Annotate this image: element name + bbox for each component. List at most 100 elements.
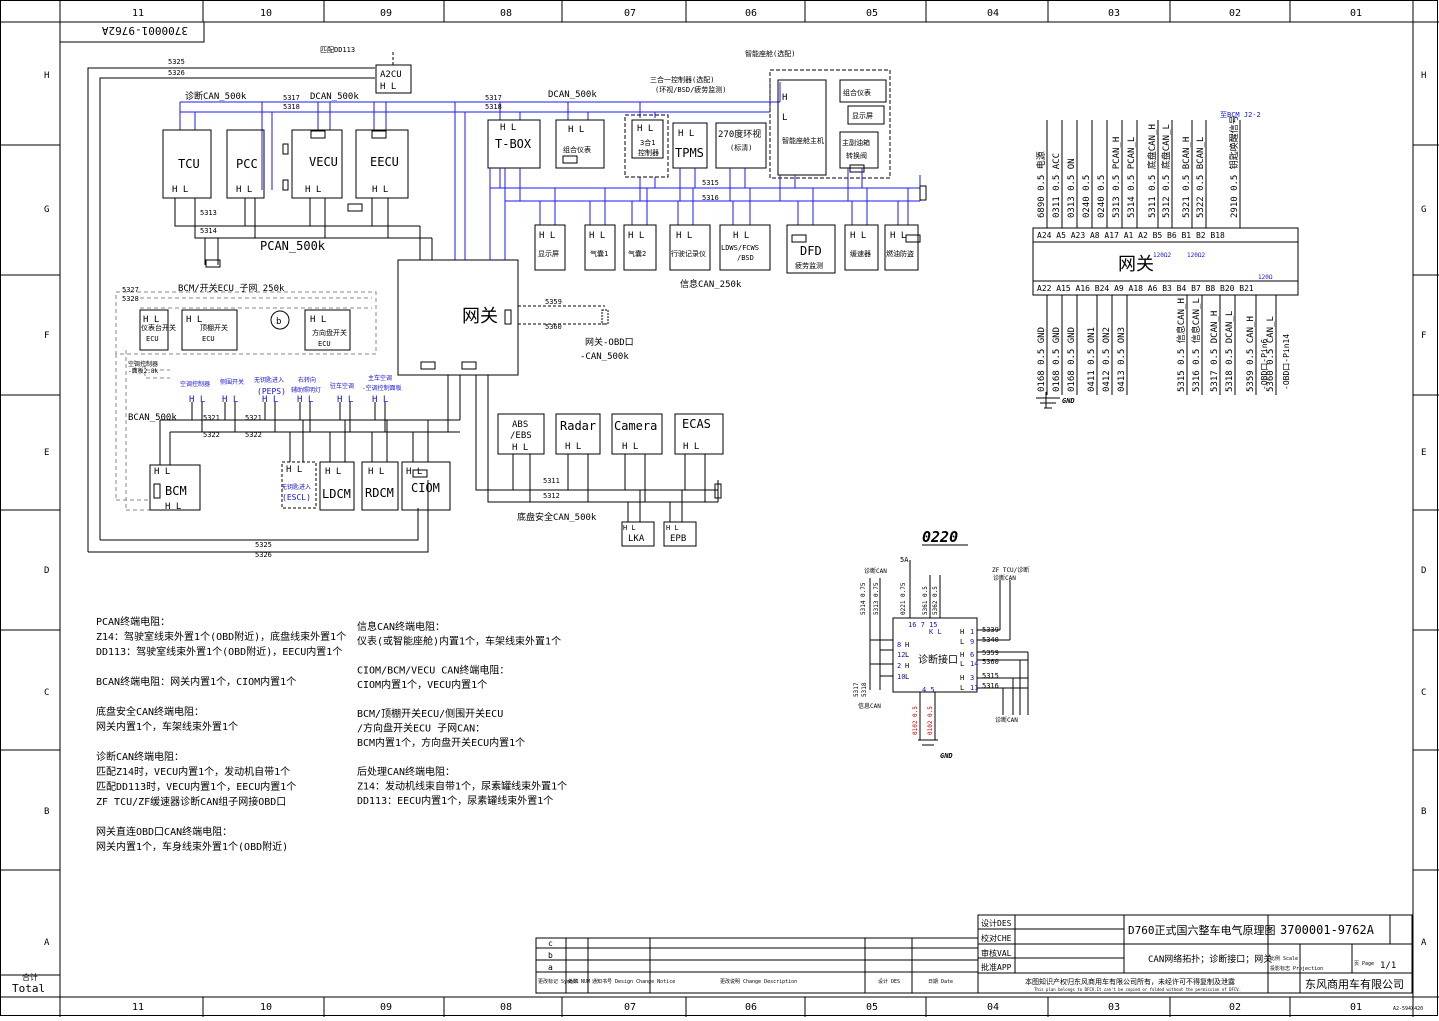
- tb-projection: 投影标志 Projection: [1270, 965, 1323, 972]
- diag-bottom-can-left: 信息CAN: [858, 702, 881, 710]
- diag-left-pin: 8: [897, 641, 901, 649]
- display-label: 显示屏: [538, 250, 559, 258]
- inst-ecu-label-2: ECU: [146, 335, 159, 343]
- cluster-label: 组合仪表: [563, 145, 591, 154]
- wire-5326-b: 5326: [255, 551, 272, 559]
- gateway-top-wire-label: 5312 0.5 底盘CAN_L: [1160, 124, 1172, 218]
- notes-right: 信息CAN终端电阻：仪表(或智能座舱)内置1个，车架线束外置1个CIOM/BCM…: [357, 620, 567, 807]
- diag-right-pin: 6: [970, 651, 974, 659]
- tcu-hl: H L: [172, 185, 188, 195]
- tb-page-label: 页 Page: [1354, 961, 1374, 967]
- column-label: 10: [260, 1002, 272, 1013]
- gw-bcm-note: 至BCM J2-2: [1220, 111, 1261, 119]
- fuel-theft-hl: H L: [890, 231, 906, 241]
- tb-approve: 批准APP: [981, 962, 1012, 972]
- diag-right-wire: 5339: [982, 626, 999, 634]
- gateway-bottom-wire-label: 0168 0.5 GND: [1067, 327, 1077, 392]
- diag-zf: ZF TCU/诊断: [992, 566, 1029, 574]
- wire-5314: 5314: [200, 227, 217, 235]
- camera-hl: H L: [622, 442, 638, 452]
- bus-dcan-right: DCAN_500k: [548, 90, 597, 100]
- sub-hl-2: H L: [222, 395, 238, 405]
- diag-bottom-pins: 4 5: [922, 686, 935, 694]
- escl-label: 无钥匙进入: [281, 483, 311, 491]
- eecu-label: EECU: [370, 155, 399, 169]
- retarder-hl: H L: [850, 231, 866, 241]
- radar270-label: 270度环视: [718, 128, 761, 140]
- ac-ctrl-label: 空调控制器: [180, 380, 210, 388]
- bus-info-can: 信息CAN_250k: [680, 278, 742, 290]
- ldcm-label: LDCM: [322, 487, 351, 501]
- diag-right-wire: 5315: [982, 672, 999, 680]
- column-label: 02: [1229, 8, 1241, 19]
- ldcm-hl: H L: [325, 467, 341, 477]
- wire-5318: 5318: [283, 103, 300, 111]
- recorder-label: 行驶记录仪: [671, 249, 706, 258]
- lka-hl: H L: [623, 524, 636, 532]
- tb-desc: 更改说明 Change Description: [720, 978, 797, 985]
- diag-top-wire: 5361 0.5: [922, 586, 929, 615]
- gw-top-pins: A24 A5 A23 A8 A17 A1 A2 B5 B6 B1 B2 B18: [1037, 231, 1225, 240]
- bus-obd-can-2: -CAN_500k: [580, 352, 629, 362]
- diag-top-pins: 16 7 15: [908, 621, 938, 629]
- vecu-label: VECU: [309, 155, 338, 169]
- diag-top-wire: 5314 0.75: [860, 582, 867, 615]
- wire-5317-b: 5317: [485, 94, 502, 102]
- wire-5359: 5359: [545, 298, 562, 306]
- gw-res3: 120Ω: [1258, 274, 1273, 281]
- gateway-top-wire-label: 5314 0.5 PCAN_L: [1127, 137, 1137, 218]
- a2cu-label: A2CU: [380, 70, 402, 80]
- wire-5318-b: 5318: [485, 103, 502, 111]
- column-label: 06: [745, 8, 757, 19]
- note-line: 信息CAN终端电阻：: [357, 620, 445, 633]
- diag-left-pin: 2: [897, 662, 901, 670]
- row-label: B: [1421, 807, 1426, 817]
- ac-sub-label-2: -面板2.8k: [128, 367, 158, 375]
- sub-hl-1: H L: [189, 395, 205, 405]
- column-label: 02: [1229, 1002, 1241, 1013]
- note-line: Z14：驾驶室线束外置1个(OBD附近)，底盘线束外置1个: [96, 630, 346, 643]
- cockpit-cluster: 组合仪表: [843, 88, 871, 97]
- ecas-hl: H L: [683, 442, 699, 452]
- total-label-en: Total: [12, 982, 45, 995]
- tb-title: D760正式国六整车电气原理图: [1128, 923, 1276, 937]
- total-label: 合计: [22, 972, 38, 982]
- eecu-hl: H L: [372, 185, 388, 195]
- bus-bcan: BCAN_500k: [128, 413, 177, 423]
- diag-bottom-can-right: 诊断CAN: [995, 716, 1018, 724]
- note-line: 诊断CAN终端电阻：: [96, 750, 184, 763]
- note-line: DD113：EECU内置1个，尿素罐线束外置1个: [357, 794, 553, 807]
- steer-ecu-label-2: ECU: [318, 340, 331, 348]
- diag-bottom-wire: 0102 0.5: [912, 706, 919, 735]
- gateway-top-wire-label: 5313 0.5 PCAN_H: [1112, 137, 1122, 218]
- diag-right-hl: H: [960, 674, 964, 682]
- bus-chassis-can: 底盘安全CAN_500k: [517, 511, 597, 523]
- label-match-dd113: 匹配DD113: [320, 46, 355, 54]
- escl-hl: H L: [286, 465, 302, 475]
- gw-res2: 120Ω2: [1187, 252, 1205, 259]
- tbox-label: T-BOX: [495, 137, 532, 151]
- diag-right-pin: 14: [970, 660, 978, 668]
- diag-right-pin: 3: [970, 674, 974, 682]
- vecu-hl: H L: [305, 185, 321, 195]
- diag-code: 0220: [922, 528, 958, 546]
- column-label: 08: [500, 1002, 512, 1013]
- roof-ecu-hl: H L: [186, 315, 202, 325]
- diag-gnd: GND: [940, 752, 953, 760]
- lka-label: LKA: [628, 534, 645, 544]
- diag-left-hl: L: [905, 673, 909, 681]
- column-label: 04: [987, 8, 999, 19]
- wire-5325-b: 5325: [255, 541, 272, 549]
- gateway-top-wire-label: 2910 0.5 钥匙唤醒信号: [1228, 115, 1240, 218]
- dfd-label: DFD: [800, 244, 822, 258]
- wire-5322: 5322: [203, 431, 220, 439]
- gateway-bottom-wire-label: 0412 0.5 ON2: [1102, 327, 1112, 392]
- gateway-top-wire-label: 0240 0.5: [1097, 175, 1107, 218]
- gateway-top-wire-label: 0313 0.5 ON: [1067, 158, 1077, 218]
- column-label: 07: [624, 1002, 636, 1013]
- gateway-table-labels: 至BCM J2-2 A24 A5 A23 A8 A17 A1 A2 B5 B6 …: [1037, 111, 1291, 405]
- gateway-bottom-wire-label: 0411 0.5 ON1: [1087, 327, 1097, 392]
